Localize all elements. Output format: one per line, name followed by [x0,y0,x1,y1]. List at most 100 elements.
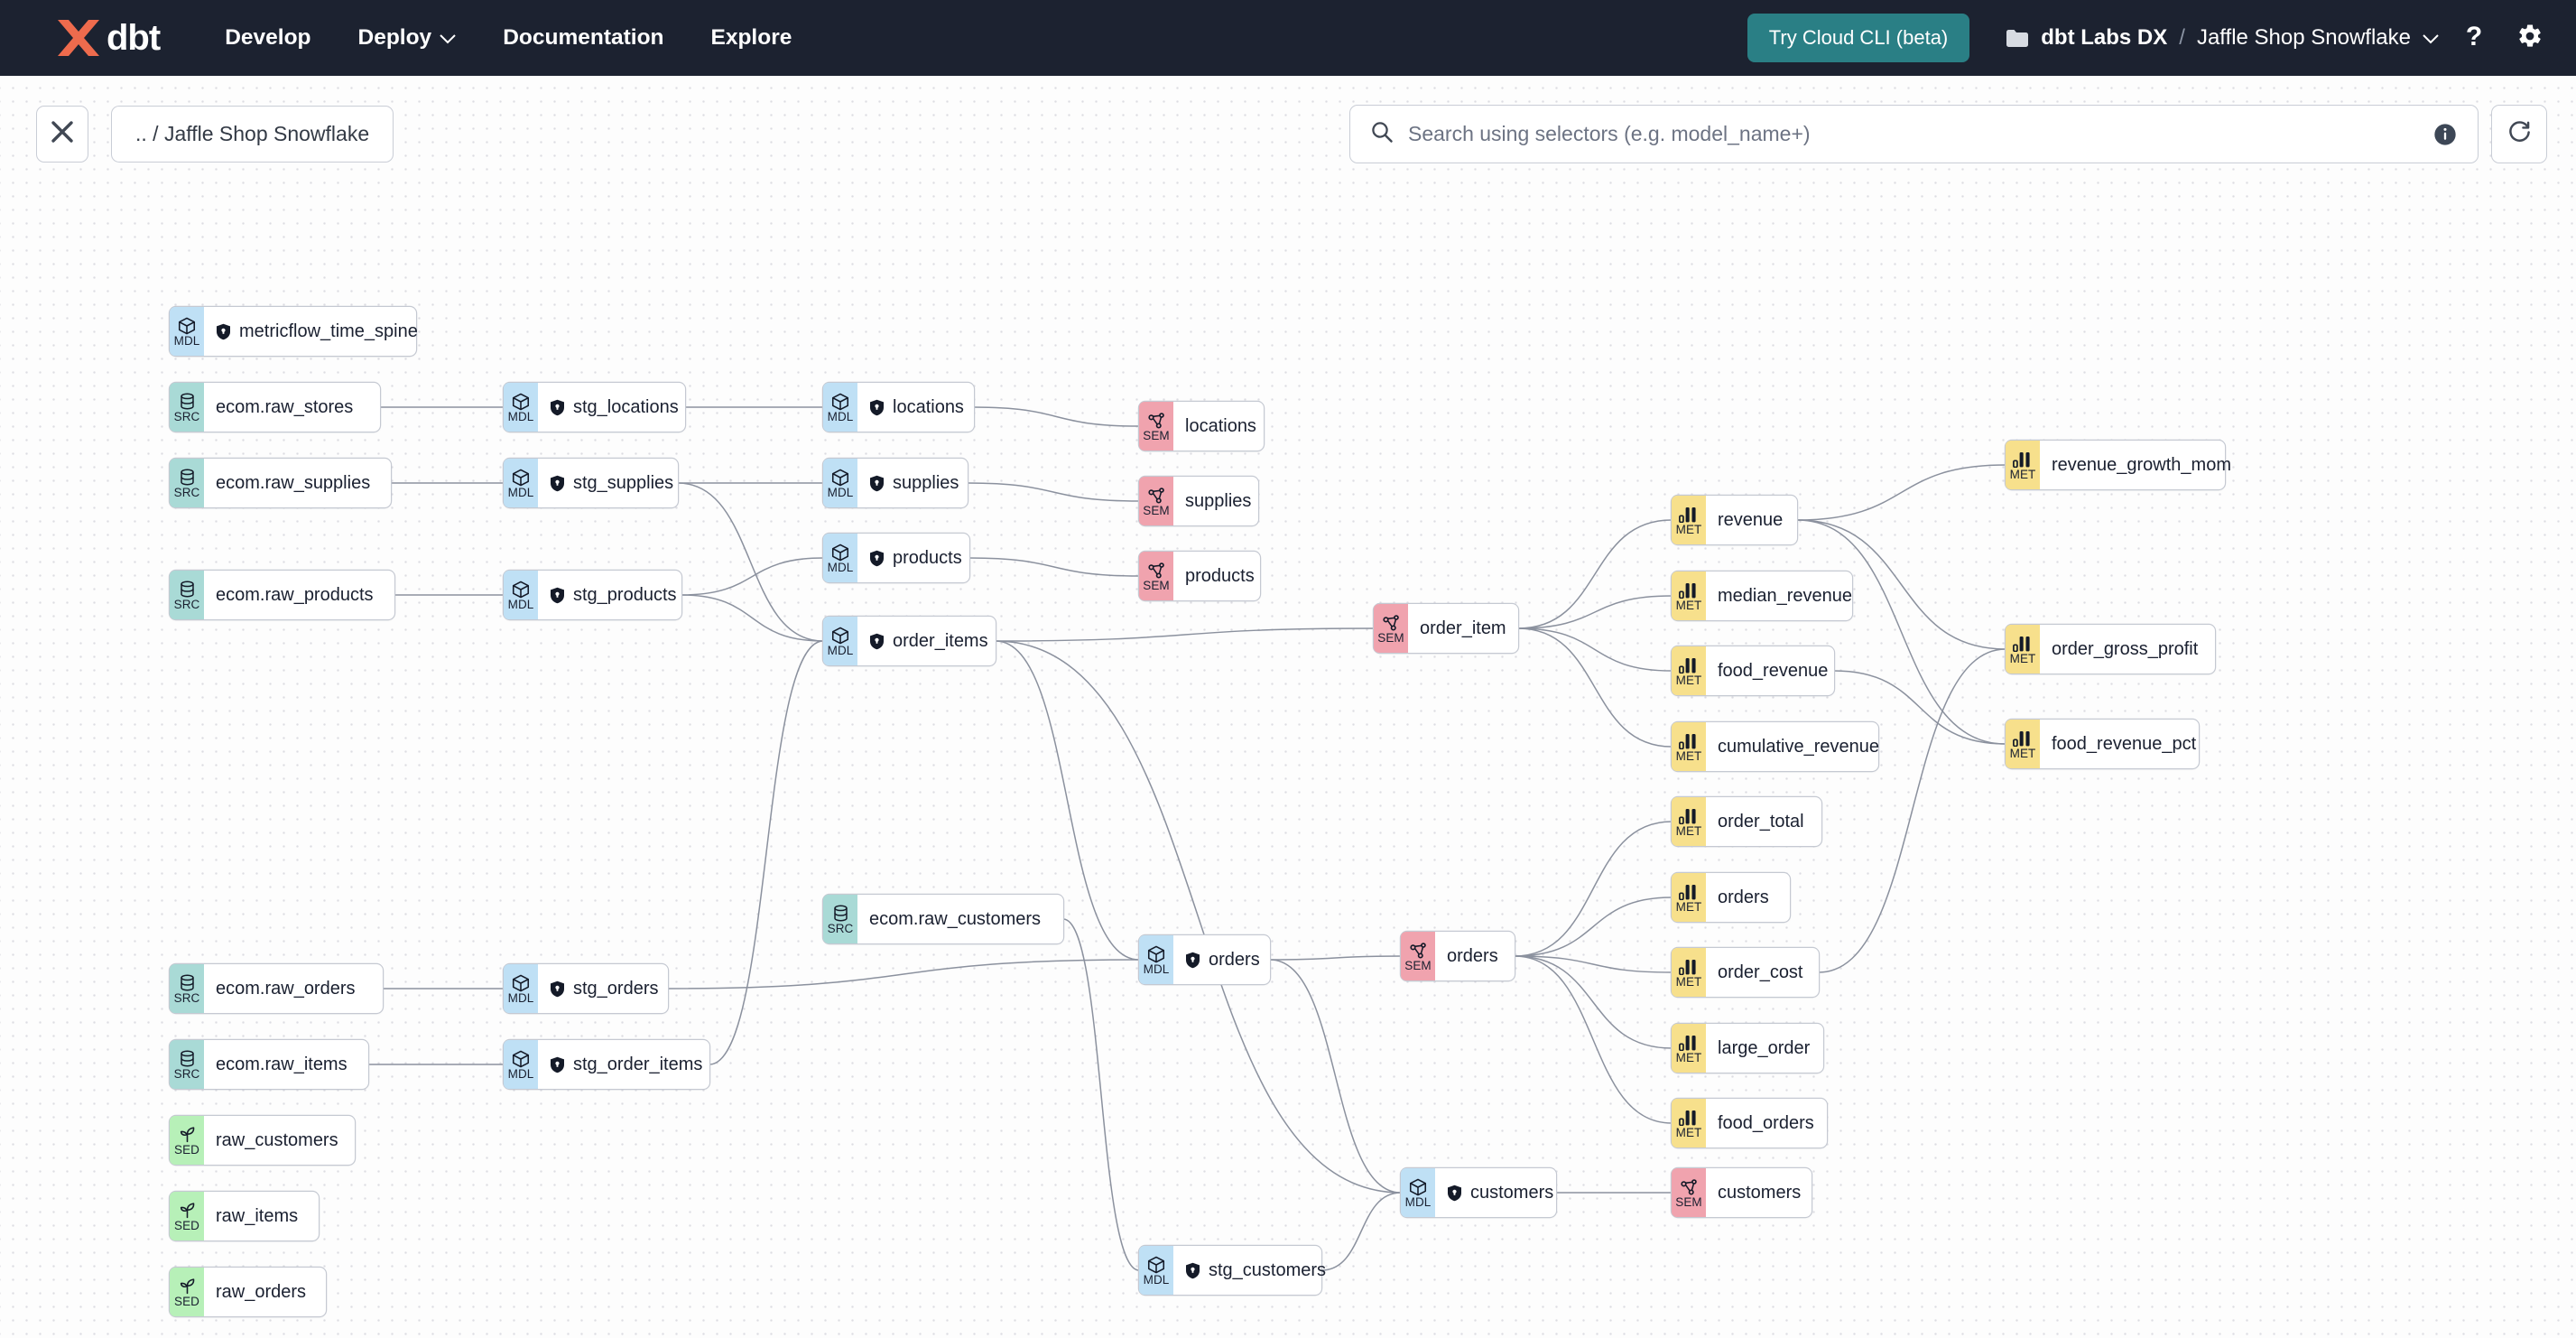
node-label: raw_orders [216,1281,307,1302]
node-body: products [857,534,975,582]
project-chevron-down-icon[interactable] [2423,25,2439,51]
node-body: stg_supplies [538,459,686,507]
lineage-toolbar: .. / Jaffle Shop Snowflake [0,76,2576,163]
lineage-node-met-order-total[interactable]: MET order_total [1672,797,1821,846]
info-icon[interactable] [2432,122,2458,147]
node-type-badge-src: SRC [170,1040,204,1089]
lineage-canvas[interactable]: .. / Jaffle Shop Snowflake [0,76,2576,1338]
node-body: raw_customers [204,1116,355,1165]
shield-icon [869,550,885,567]
node-type-label: MDL [507,409,534,423]
node-label: order_item [1420,618,1506,638]
dbt-wordmark: dbt [107,18,161,58]
close-lineage-button[interactable] [36,106,88,163]
graph-icon [1381,614,1401,632]
dbt-logo[interactable]: dbt [51,16,161,60]
try-cloud-cli-button[interactable]: Try Cloud CLI (beta) [1747,14,1970,62]
node-label: ecom.raw_customers [869,908,1042,929]
shield-icon [550,1056,565,1073]
node-type-badge-sem: SEM [1139,402,1173,451]
breadcrumb-project[interactable]: Jaffle Shop Snowflake [2196,25,2411,50]
nav-deploy-label: Deploy [357,25,432,50]
node-body: order_total [1706,797,1821,846]
node-body: ecom.raw_stores [204,383,380,432]
node-type-badge-mdl: MDL [504,571,538,619]
lineage-edge [681,557,824,596]
node-type-badge-src: SRC [170,571,204,619]
account-project-breadcrumb: dbt Labs DX / Jaffle Shop Snowflake [2006,25,2439,51]
node-type-badge-mdl: MDL [823,534,857,582]
breadcrumb-account[interactable]: dbt Labs DX [2041,25,2168,50]
search-input[interactable] [1408,122,2423,146]
lineage-edge [968,557,1140,577]
cube-icon [511,974,531,992]
lineage-node-sem-order-item[interactable]: SEM order_item [1374,604,1518,653]
help-button[interactable]: ? [2453,17,2495,59]
nav-documentation[interactable]: Documentation [479,16,687,60]
node-type-badge-mdl: MDL [170,307,204,356]
node-type-badge-mdl: MDL [1401,1168,1435,1217]
bar-chart-icon [1678,1109,1700,1127]
nav-documentation-label: Documentation [503,25,664,50]
refresh-button[interactable] [2491,105,2547,163]
settings-button[interactable] [2509,17,2551,59]
node-label: supplies [1185,490,1252,511]
nav-explore[interactable]: Explore [688,16,816,60]
node-type-badge-met: MET [1672,571,1706,620]
nav-develop-label: Develop [225,25,311,50]
node-type-label: MET [1675,823,1702,838]
shield-icon [869,399,885,416]
search-bar[interactable] [1349,105,2479,163]
node-type-label: SEM [1377,630,1404,645]
lineage-node-customers[interactable]: MDL customers [1401,1168,1556,1217]
node-body: customers [1435,1168,1566,1217]
nav-deploy[interactable]: Deploy [335,16,480,60]
graph-icon [1146,562,1166,580]
node-type-label: MET [1675,598,1702,612]
node-body: orders [1435,932,1515,980]
lineage-edge [1833,670,2006,745]
nav-develop[interactable]: Develop [201,16,334,60]
node-label: customers [1470,1182,1554,1203]
node-label: ecom.raw_supplies [216,472,371,493]
breadcrumb[interactable]: .. / Jaffle Shop Snowflake [111,106,394,163]
graph-icon [1679,1178,1699,1196]
